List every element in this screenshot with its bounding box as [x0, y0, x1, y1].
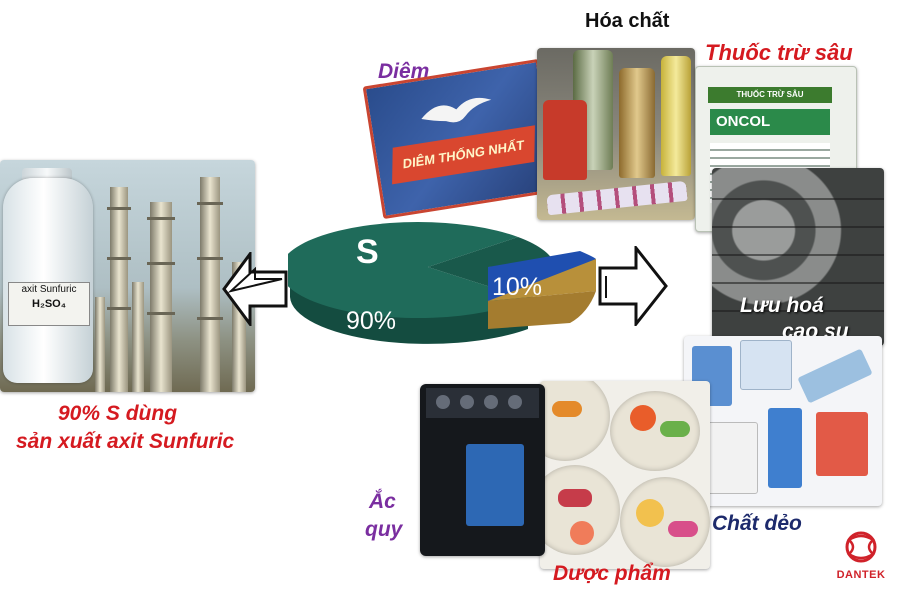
pie-label-element: S: [356, 233, 379, 271]
plastics-photo: [684, 336, 882, 506]
plastic-item: [797, 348, 873, 404]
battery-photo: [420, 384, 545, 556]
bottle-label: axit Sunfuric H₂SO₄: [8, 282, 90, 326]
left-caption-line2: sản xuất axit Sunfuric: [16, 430, 235, 453]
refinery-tower: [197, 177, 223, 392]
left-caption-line1: 90% S dùng: [58, 402, 178, 425]
pie-top-major: [279, 222, 528, 319]
sulfur-pie: S 90% 10%: [279, 215, 618, 355]
plastic-item: [768, 408, 802, 488]
label-battery-line1: Ắc: [369, 490, 396, 513]
refinery-tower: [107, 187, 131, 392]
bottle-label-formula: H₂SO₄: [32, 298, 66, 310]
pesticide-brand: ONCOL: [710, 109, 830, 135]
matchbox-text: DIÊM THỐNG NHẤT: [392, 125, 535, 185]
pie-label-major: 90%: [346, 307, 397, 335]
battery-label: [466, 444, 524, 526]
pharma-photo: [540, 381, 710, 569]
dantek-logo: DANTEK: [826, 530, 896, 590]
label-pesticide: Thuốc trừ sâu: [705, 40, 853, 65]
label-plastics: Chất dẻo: [712, 512, 802, 535]
label-battery-line2: quy: [365, 518, 403, 541]
tubes: [546, 180, 688, 216]
refinery-tower: [132, 282, 144, 392]
dove-icon: [421, 97, 492, 123]
plastic-item: [740, 340, 792, 390]
pesticide-top-text: THUỐC TRỪ SÂU: [708, 87, 832, 103]
plastic-item: [816, 412, 868, 476]
bottle-label-name: axit Sunfuric: [21, 284, 77, 295]
box-red: [543, 100, 587, 180]
refinery-tower: [95, 297, 105, 392]
bottle-amber: [619, 68, 655, 178]
matchbox-photo: DIÊM THỐNG NHẤT: [362, 58, 560, 220]
dantek-logo-icon: [845, 531, 877, 563]
left-arrow-icon: [222, 252, 288, 326]
dantek-logo-text: DANTEK: [836, 569, 886, 581]
label-pharma: Dược phẩm: [553, 562, 671, 585]
refinery-tower: [147, 202, 175, 392]
pie-label-minor: 10%: [492, 273, 543, 301]
pie-side-major: [290, 267, 528, 344]
bottle-yellow: [661, 56, 691, 176]
pie-top-minor: [488, 251, 596, 301]
chemicals-photo: [537, 48, 695, 220]
right-arrow-icon: [598, 246, 668, 326]
acid-bottle: [3, 178, 93, 383]
label-rubber-line1: Lưu hoá: [740, 294, 824, 317]
tires-photo: Lưu hoá cao su: [712, 168, 884, 346]
label-chemicals: Hóa chất: [585, 10, 670, 32]
